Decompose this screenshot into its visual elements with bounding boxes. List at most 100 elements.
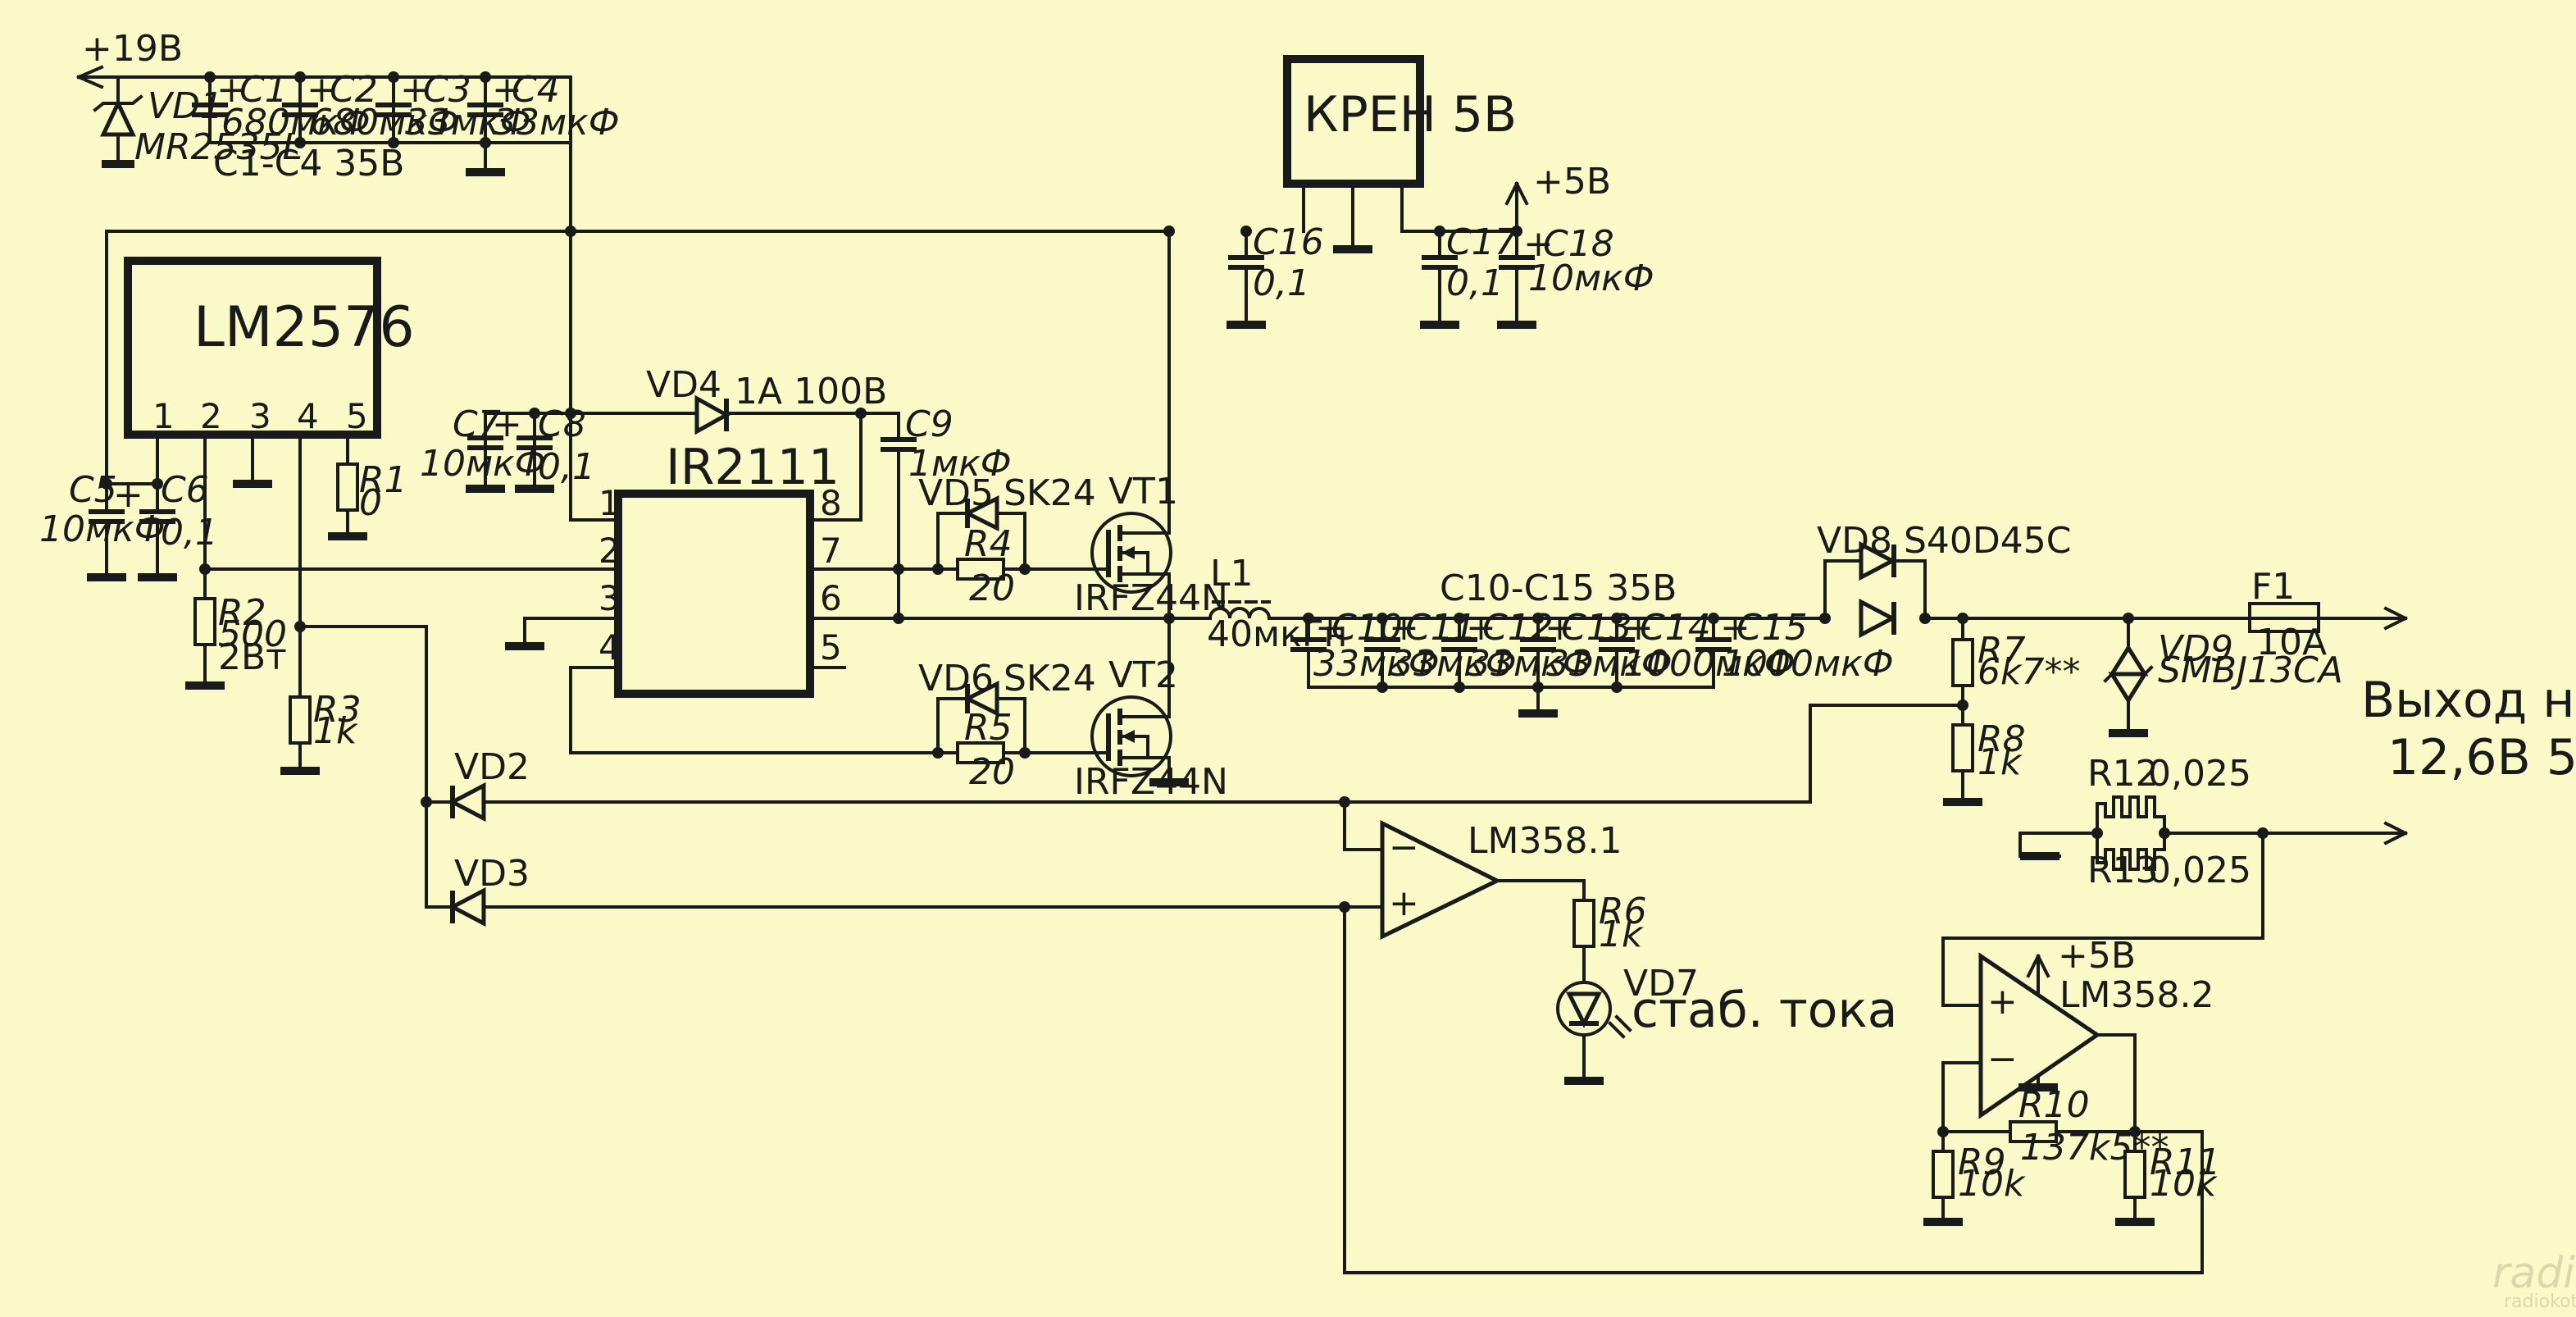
r1-resistor [336,463,359,512]
rail-19v-label: +19В [82,28,183,70]
c10-c15-bank [1290,613,1732,713]
c9-ref: C9 [905,403,953,445]
op1-minus: − [1389,827,1419,868]
svg-text:+: + [1720,607,1750,649]
c16-value: 0,1 [1253,262,1310,304]
lm2576-pin-5: 5 [346,396,368,436]
ir2111-chip [614,490,814,698]
c10-value: 33мкФ [1313,643,1440,685]
vd2-ref: VD2 [454,746,530,788]
vt1-value: IRFZ44N [1074,577,1228,619]
r11-resistor [2123,1150,2146,1199]
c17-value: 0,1 [1446,262,1504,304]
c6-value: 0,1 [161,512,218,554]
c3-ref: C3 [423,69,471,111]
lm2576-pin-2: 2 [200,396,222,436]
c6-ref: C6 [161,469,209,511]
vd3-ref: VD3 [454,853,530,895]
r6-value: 1k [1599,914,1644,955]
lm2576-pin-4: 4 [297,396,319,436]
l1-ref: L1 [1210,553,1254,595]
l1-inductor [1208,607,1272,621]
op2-name: LM358.2 [2059,974,2214,1016]
input-section: +19В VD1 MR2535L ++ ++ C1 [76,28,620,522]
rail-5v-label-top: +5В [1533,161,1611,203]
vt1-ref: VT1 [1108,471,1178,513]
vd9-ref: VD9 [2158,628,2233,670]
c3-value: 33мкФ [405,102,531,144]
rail-5v-arrow-top [1504,181,1529,206]
c15-value: 1000мкФ [1722,643,1894,685]
kren-section: КРЕН 5В C16 0,1 C17 0,1 +5В + C18 10мкФ [1227,55,1654,325]
rail-5v-label-bottom: +5В [2058,935,2136,977]
ir2111-pin-8: 8 [820,483,842,523]
vd9-tvs [2103,644,2154,704]
c11-ref: C11 [1405,607,1477,649]
r6-resistor [1572,899,1595,948]
vd8-value: S40D45C [1904,520,2072,562]
r3-value: 1k [313,710,358,752]
c14-ref: C14 [1640,607,1711,649]
output-filter: L1 40мкГн C10-C15 35В ++ ++ ++ C10 C11 C… [1167,553,1894,713]
svg-text:+: + [1623,607,1654,649]
c4-ref: C4 [512,69,560,111]
output-spec: 12,6В 5А [2387,729,2576,786]
op1-name: LM358.1 [1468,820,1622,862]
c5-value: 10мкФ [39,508,166,550]
svg-text:+: + [492,69,522,111]
c8-value: 0,1 [538,446,595,488]
c5-ref: C5 [69,469,117,511]
c15-ref: C15 [1736,607,1808,649]
svg-text:+: + [113,474,143,516]
rail-5v-arrow-bottom [2026,954,2050,978]
vt2-ref: VT2 [1108,654,1178,696]
c4-value: 33мкФ [494,102,620,144]
r5-ref: R5 [964,707,1013,749]
watermark: radioKOT radiokot.ru [2492,1249,2576,1312]
r5-resistor [956,741,1005,764]
r1-ref: R1 [359,459,407,501]
vd4-value: 1A 100В [735,371,887,412]
vd9-value: SMBJ13CA [2158,649,2343,691]
output-title: Выход на АКБ [2361,672,2576,729]
lm2576-section: LM2576 1 2 3 4 5 R1 0 + C5 10мкФ C6 0,1 [39,226,1175,909]
c12-ref: C12 [1482,607,1554,649]
vd5-diode [963,494,999,532]
ir2111-pin-4: 4 [598,627,621,668]
svg-text:+: + [1523,223,1554,265]
r11-ref: R11 [2150,1142,2221,1183]
r3-ref: R3 [313,689,362,731]
r12-ref: R12 [2087,753,2159,795]
vd1-diode [93,94,143,168]
svg-text:+: + [216,69,247,111]
ir2111-pin-5: 5 [820,627,842,668]
c18-value: 10мкФ [1528,257,1654,299]
r9-value: 10k [1958,1163,2026,1205]
vt1-mosfet [1081,512,1172,594]
lm358-2-opamp [1978,952,2101,1119]
vt2-mosfet [1081,695,1172,777]
r13-shunt [2096,832,2166,871]
vd8-ref: VD8 [1817,520,1892,562]
vd4-diode [694,394,731,435]
current-sense: R12 0,025 R13 0,025 + − LM358.2 +5В R10 … [1343,753,2408,1274]
svg-text:+: + [400,69,430,111]
r5-value: 20 [969,751,1015,793]
output-plus-arrow [2383,606,2408,631]
c13-ref: C13 [1561,607,1632,649]
r7-resistor [1951,638,1974,687]
r13-ref: R13 [2087,850,2159,891]
f1-value: 10A [2256,622,2327,663]
r8-value: 1k [1978,741,2023,783]
c10-ref: C10 [1331,607,1403,649]
svg-text:+: + [1466,607,1496,649]
c8-ref: C8 [538,403,586,445]
lm358-1-opamp [1380,819,1502,940]
vd1-value: MR2535L [134,126,303,168]
r12-shunt [2096,795,2166,835]
vd6-ref: VD6 [918,658,994,700]
svg-text:+: + [1315,607,1345,649]
r2-value: 500 [218,613,287,655]
r10-resistor [2009,1120,2058,1143]
